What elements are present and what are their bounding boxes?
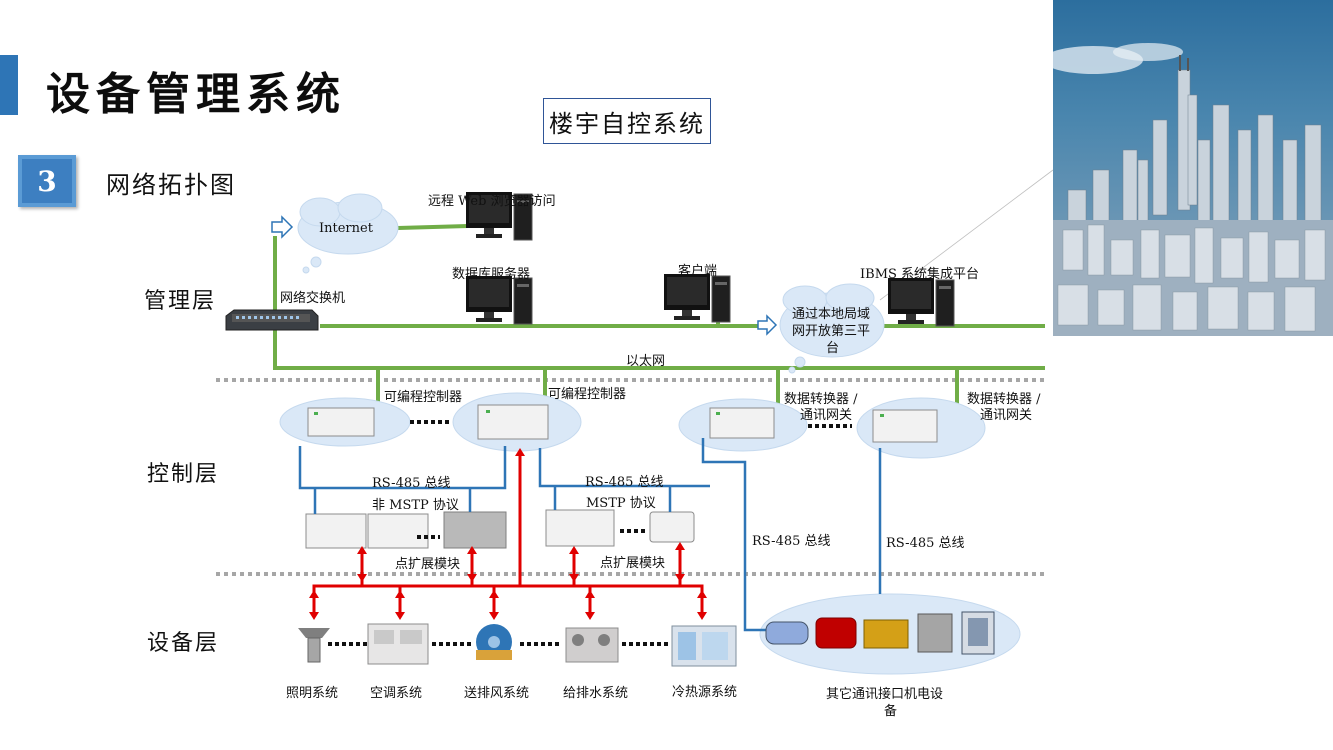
ethernet-label: 以太网 <box>626 354 666 369</box>
protocol-mid-label: MSTP 协议 <box>586 496 656 511</box>
switch-icon <box>225 309 319 331</box>
device-hvac-label: 空调系统 <box>370 686 423 701</box>
city-photo <box>1053 0 1333 336</box>
device-other-label-2: 备 <box>884 704 898 719</box>
page-title: 设备管理系统 <box>46 69 346 120</box>
device-lighting-label: 照明系统 <box>286 686 339 701</box>
device-chiller-label: 冷热源系统 <box>672 685 738 700</box>
layer-device: 设备层 <box>147 631 220 656</box>
internet-label: Internet <box>319 221 373 236</box>
rs485-lines <box>298 438 882 632</box>
gateway1-label-1: 数据转换器 / <box>784 392 858 407</box>
expansion-left-label: 点扩展模块 <box>395 557 461 572</box>
title-accent-bar <box>0 55 18 115</box>
section-title: 网络拓扑图 <box>106 171 236 199</box>
third-party-label-3: 台 <box>826 341 840 356</box>
lamp-icon <box>298 628 330 663</box>
expansion-module-icon <box>443 511 507 549</box>
third-party-label-2: 网开放第三平 <box>792 324 871 339</box>
controller-icon <box>305 404 938 549</box>
device-water-label: 给排水系统 <box>563 686 629 701</box>
device-other-label-1: 其它通讯接口机电设 <box>826 687 944 702</box>
device-ventilation-label: 送排风系统 <box>464 686 530 701</box>
flow-arrows <box>271 215 778 336</box>
cloud-icon <box>297 193 399 274</box>
bus-gateway1-label: RS-485 总线 <box>752 534 831 549</box>
cloud-icon-third-party <box>779 283 885 374</box>
fan-icon <box>476 624 512 660</box>
gateway2-label-2: 通讯网关 <box>980 408 1033 423</box>
pump-icon <box>565 627 619 663</box>
other-equipment-icons <box>765 611 995 655</box>
section-number-badge: 3 <box>18 155 76 207</box>
expansion-mid-label: 点扩展模块 <box>600 556 666 571</box>
db-server-label: 数据库服务器 <box>452 267 531 282</box>
ibms-label: IBMS 系统集成平台 <box>860 267 980 282</box>
air-handler-icon <box>367 623 429 665</box>
chiller-icon <box>671 625 737 667</box>
gateway1-label-2: 通讯网关 <box>800 408 853 423</box>
protocol-left-label: 非 MSTP 协议 <box>372 498 459 513</box>
layer-management: 管理层 <box>144 289 217 314</box>
third-party-label-1: 通过本地局域 <box>792 307 871 322</box>
computer-icon <box>466 192 955 327</box>
layer-control: 控制层 <box>147 462 220 487</box>
ethernet-lines <box>273 224 1045 405</box>
gateway2-label-1: 数据转换器 / <box>967 392 1041 407</box>
system-title-box: 楼宇自控系统 <box>543 98 711 144</box>
plc-label-2: 可编程控制器 <box>548 387 627 402</box>
bus-mid-label: RS-485 总线 <box>585 475 664 490</box>
bus-left-label: RS-485 总线 <box>372 476 451 491</box>
plc-label-1: 可编程控制器 <box>384 390 463 405</box>
remote-web-label: 远程 Web 浏览器访问 <box>428 194 556 209</box>
ellipsis-dots <box>328 420 852 646</box>
switch-label: 网络交换机 <box>280 291 346 306</box>
client-label: 客户端 <box>678 264 718 279</box>
signal-arrowheads <box>309 448 707 620</box>
bus-gateway2-label: RS-485 总线 <box>886 536 965 551</box>
